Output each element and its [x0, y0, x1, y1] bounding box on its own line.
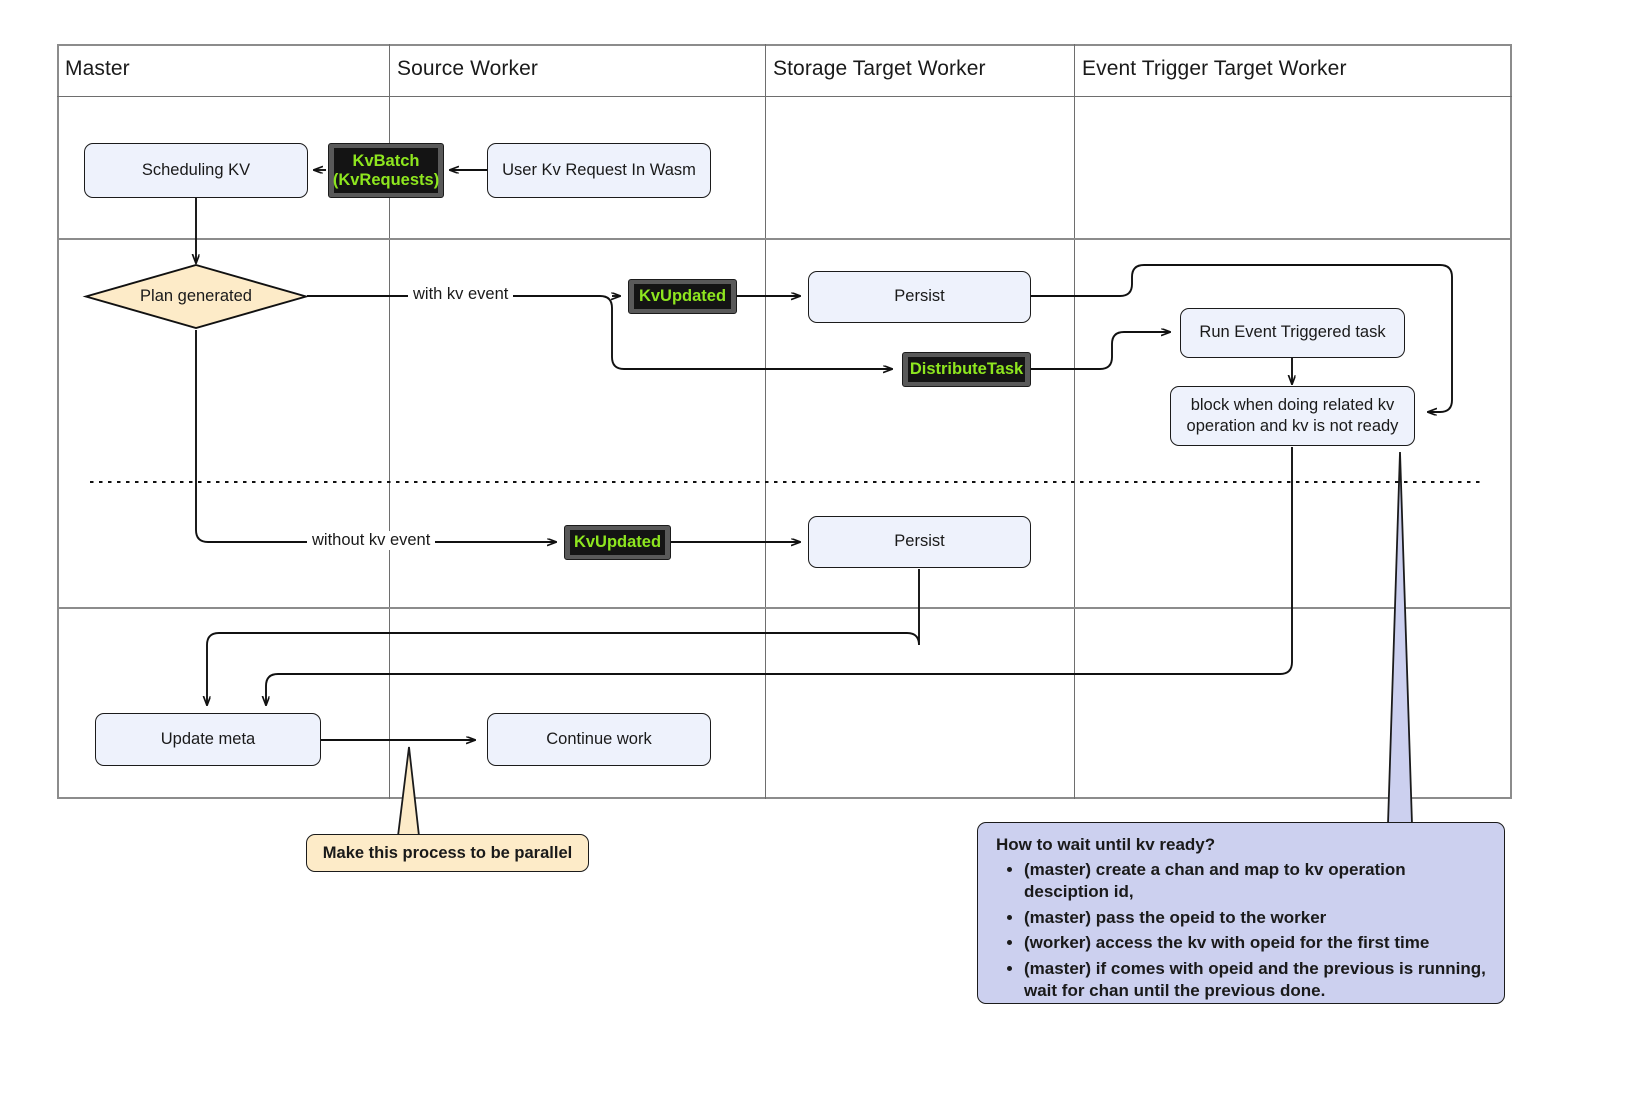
row-separator-1 [57, 238, 1512, 240]
node-kvupdated-message-bottom[interactable]: KvUpdated [564, 525, 671, 560]
lane-title-event-trigger-target-worker: Event Trigger Target Worker [1082, 57, 1347, 80]
node-plan-generated-decision[interactable]: Plan generated [82, 264, 310, 329]
node-persist-top[interactable]: Persist [808, 271, 1031, 323]
lane-title-master: Master [65, 57, 130, 80]
callout-make-parallel[interactable]: Make this process to be parallel [306, 834, 589, 872]
node-continue-work[interactable]: Continue work [487, 713, 711, 766]
row-separator-2 [57, 607, 1512, 609]
edge-label-with-kv-event: with kv event [408, 285, 514, 304]
swimlane-frame [57, 44, 1512, 799]
list-item: (master) create a chan and map to kv ope… [1024, 859, 1488, 903]
list-item: (master) pass the opeid to the worker [1024, 907, 1488, 929]
lane-divider-3 [1074, 44, 1075, 799]
node-scheduling-kv[interactable]: Scheduling KV [84, 143, 308, 198]
node-run-event-triggered-task[interactable]: Run Event Triggered task [1180, 308, 1405, 358]
list-item: (master) if comes with opeid and the pre… [1024, 958, 1488, 1002]
node-kvupdated-message-top[interactable]: KvUpdated [628, 279, 737, 314]
node-distribute-task-message[interactable]: DistributeTask [902, 352, 1031, 387]
node-persist-bottom[interactable]: Persist [808, 516, 1031, 568]
node-user-kv-request-in-wasm[interactable]: User Kv Request In Wasm [487, 143, 711, 198]
lane-title-source-worker: Source Worker [397, 57, 538, 80]
edge-label-without-kv-event: without kv event [307, 531, 436, 550]
node-kvbatch-message[interactable]: KvBatch (KvRequests) [328, 143, 444, 198]
callout-bullet-list: (master) create a chan and map to kv ope… [994, 859, 1488, 1002]
node-update-meta[interactable]: Update meta [95, 713, 321, 766]
callout-title: How to wait until kv ready? [996, 835, 1216, 854]
lane-divider-2 [765, 44, 766, 799]
node-block-when-kv-not-ready[interactable]: block when doing related kv operation an… [1170, 386, 1415, 446]
lane-title-storage-target-worker: Storage Target Worker [773, 57, 986, 80]
list-item: (worker) access the kv with opeid for th… [1024, 932, 1488, 954]
header-separator [57, 96, 1512, 97]
callout-how-to-wait-kv-ready[interactable]: How to wait until kv ready? (master) cre… [977, 822, 1505, 1004]
